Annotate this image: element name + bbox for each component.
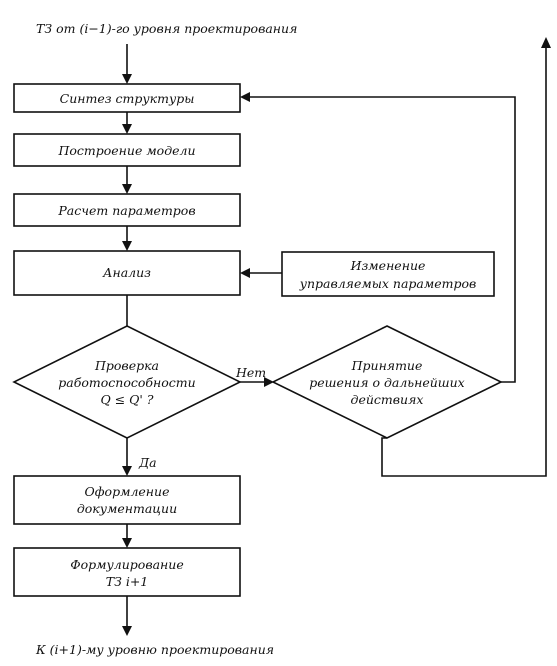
- decision-label-3: действиях: [351, 392, 424, 407]
- arrowhead-analysis: [122, 241, 132, 251]
- decision-label-1: Принятие: [351, 358, 423, 373]
- arrowhead-analysis-left: [240, 268, 250, 278]
- model-label: Построение модели: [57, 143, 195, 158]
- documentation-block: [13, 475, 241, 525]
- documentation-label-2: документации: [77, 501, 177, 516]
- arrowhead-synthesis: [122, 74, 132, 84]
- decision-label-2: решения о дальнейших: [309, 375, 464, 390]
- yes-label: Да: [138, 455, 157, 470]
- arrowhead-formulation: [122, 538, 132, 548]
- formulation-block: [13, 547, 241, 597]
- check-label-1: Проверка: [94, 358, 159, 373]
- feedback-to-synthesis: [246, 96, 516, 383]
- arrowhead-documentation: [122, 466, 132, 476]
- check-label-3: Q ≤ Q' ?: [100, 392, 153, 407]
- formulation-label-2: ТЗ i+1: [106, 574, 149, 589]
- change-params-label-1: Изменение: [350, 258, 426, 273]
- arrowhead-exit-up: [541, 37, 551, 48]
- arrowhead-output: [122, 626, 132, 636]
- arrowhead-model: [122, 124, 132, 134]
- synthesis-label: Синтез структуры: [60, 91, 195, 106]
- change-params-label-2: управляемых параметров: [299, 276, 477, 291]
- check-label-2: работоспособности: [58, 375, 195, 390]
- exit-line-up: [381, 46, 547, 477]
- input-label: ТЗ от (i−1)-го уровня проектирования: [36, 21, 297, 36]
- model-block: [13, 133, 241, 167]
- calculation-label: Расчет параметров: [57, 203, 195, 218]
- formulation-label-1: Формулирование: [70, 557, 183, 572]
- no-label: Нет: [235, 365, 266, 380]
- change-params-block: [281, 251, 495, 297]
- arrowhead-calculation: [122, 184, 132, 194]
- output-label: К (i+1)-му уровню проектирования: [35, 642, 274, 657]
- calculation-block: [13, 193, 241, 227]
- arrowhead-synthesis-feedback: [240, 92, 250, 102]
- arrowhead-decision: [264, 377, 274, 387]
- analysis-label: Анализ: [102, 265, 151, 280]
- documentation-label-1: Оформление: [85, 484, 170, 499]
- analysis-block: [13, 250, 241, 296]
